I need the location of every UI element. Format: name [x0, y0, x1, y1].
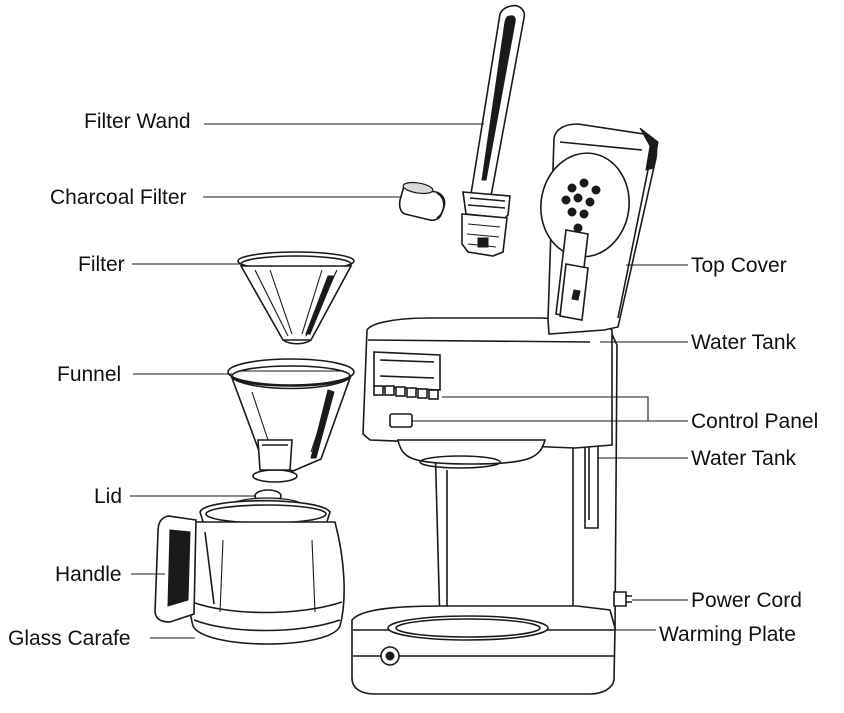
label-warming-plate: Warming Plate	[659, 623, 796, 646]
label-handle: Handle	[55, 563, 122, 586]
label-charcoal-filter: Charcoal Filter	[50, 186, 187, 209]
labels: Filter Wand Charcoal Filter Filter Funne…	[8, 110, 818, 650]
control-buttons	[373, 385, 439, 400]
shower-head	[561, 178, 601, 233]
label-power-cord: Power Cord	[691, 589, 802, 612]
label-control-panel: Control Panel	[691, 410, 818, 433]
charcoal-filter-part	[398, 181, 446, 222]
filter-wand-part	[461, 4, 526, 257]
label-lid: Lid	[94, 485, 122, 508]
label-funnel: Funnel	[57, 363, 121, 386]
power-cord-part	[613, 591, 632, 607]
funnel-part	[227, 358, 355, 483]
label-glass-carafe: Glass Carafe	[8, 627, 131, 650]
label-water-tank-side: Water Tank	[691, 447, 797, 470]
filter-part	[237, 251, 355, 345]
label-filter: Filter	[78, 253, 125, 276]
label-filter-wand: Filter Wand	[84, 110, 191, 133]
label-water-tank-top: Water Tank	[691, 331, 797, 354]
coffee-maker-body	[351, 123, 659, 695]
glass-carafe-part	[154, 500, 345, 645]
leader-lines	[130, 123, 688, 639]
label-top-cover: Top Cover	[691, 254, 787, 277]
